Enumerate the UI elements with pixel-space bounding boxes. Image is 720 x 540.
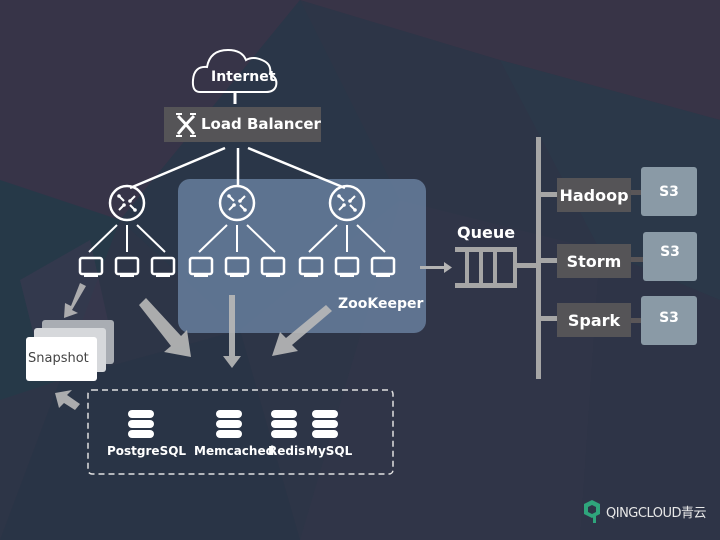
brand-cn-text: 青云 (680, 506, 707, 521)
connector-line (136, 224, 166, 253)
internet-label: Internet (211, 69, 276, 85)
load-balancer-label[interactable]: Load Balancer (201, 115, 321, 133)
processor-hadoop[interactable]: Hadoop (557, 178, 631, 212)
zookeeper-label: ZooKeeper (338, 296, 424, 312)
processing-bus (536, 137, 541, 379)
processor-label: Storm (566, 251, 622, 271)
s3-label: S3 (659, 183, 679, 200)
brand-text: QINGCLOUD (606, 506, 681, 521)
connector-line (308, 224, 338, 253)
connector-line (198, 224, 228, 253)
db-label-memcached: Memcached (194, 444, 274, 458)
server-icon[interactable] (260, 256, 286, 277)
s3-label: S3 (659, 309, 679, 326)
zookeeper-cluster[interactable] (178, 179, 426, 333)
server-icon[interactable] (78, 256, 104, 277)
server-icon[interactable] (334, 256, 360, 277)
database-group (87, 389, 394, 475)
s3-storage[interactable]: S3 (641, 296, 697, 345)
db-label-redis: Redis (268, 444, 306, 458)
database-icon[interactable] (128, 410, 154, 438)
db-label-postgresql: PostgreSQL (107, 444, 187, 458)
server-icon[interactable] (224, 256, 250, 277)
router-icon[interactable] (218, 184, 256, 222)
flow-arrows (55, 283, 332, 410)
s3-storage[interactable]: S3 (643, 232, 697, 281)
processor-storm[interactable]: Storm (557, 244, 631, 278)
server-icon[interactable] (114, 256, 140, 277)
load-balancer-icon (176, 113, 196, 137)
processor-label: Spark (567, 310, 621, 330)
connector-line (246, 224, 276, 253)
queue-icon (455, 247, 541, 288)
database-icon[interactable] (271, 410, 297, 438)
server-icon[interactable] (150, 256, 176, 277)
processor-spark[interactable]: Spark (557, 303, 631, 337)
processor-label: Hadoop (559, 185, 629, 205)
qingcloud-logo-icon (584, 500, 600, 523)
queue-label: Queue (457, 223, 516, 242)
connector-line (88, 224, 118, 253)
router-icon[interactable] (108, 184, 146, 222)
snapshot-label: Snapshot (28, 351, 89, 366)
db-label-mysql: MySQL (306, 444, 353, 458)
database-icon[interactable] (216, 410, 242, 438)
arrow-to-queue (420, 262, 452, 273)
brand-name: QINGCLOUD青云 (606, 502, 707, 521)
connector-line (356, 224, 386, 253)
s3-label: S3 (660, 243, 680, 260)
router-icon[interactable] (328, 184, 366, 222)
cloud-icon (191, 48, 278, 93)
database-icon[interactable] (312, 410, 338, 438)
snapshot-box[interactable] (26, 337, 97, 381)
server-icon[interactable] (298, 256, 324, 277)
server-icon[interactable] (370, 256, 396, 277)
server-icon[interactable] (188, 256, 214, 277)
s3-storage[interactable]: S3 (641, 167, 697, 216)
